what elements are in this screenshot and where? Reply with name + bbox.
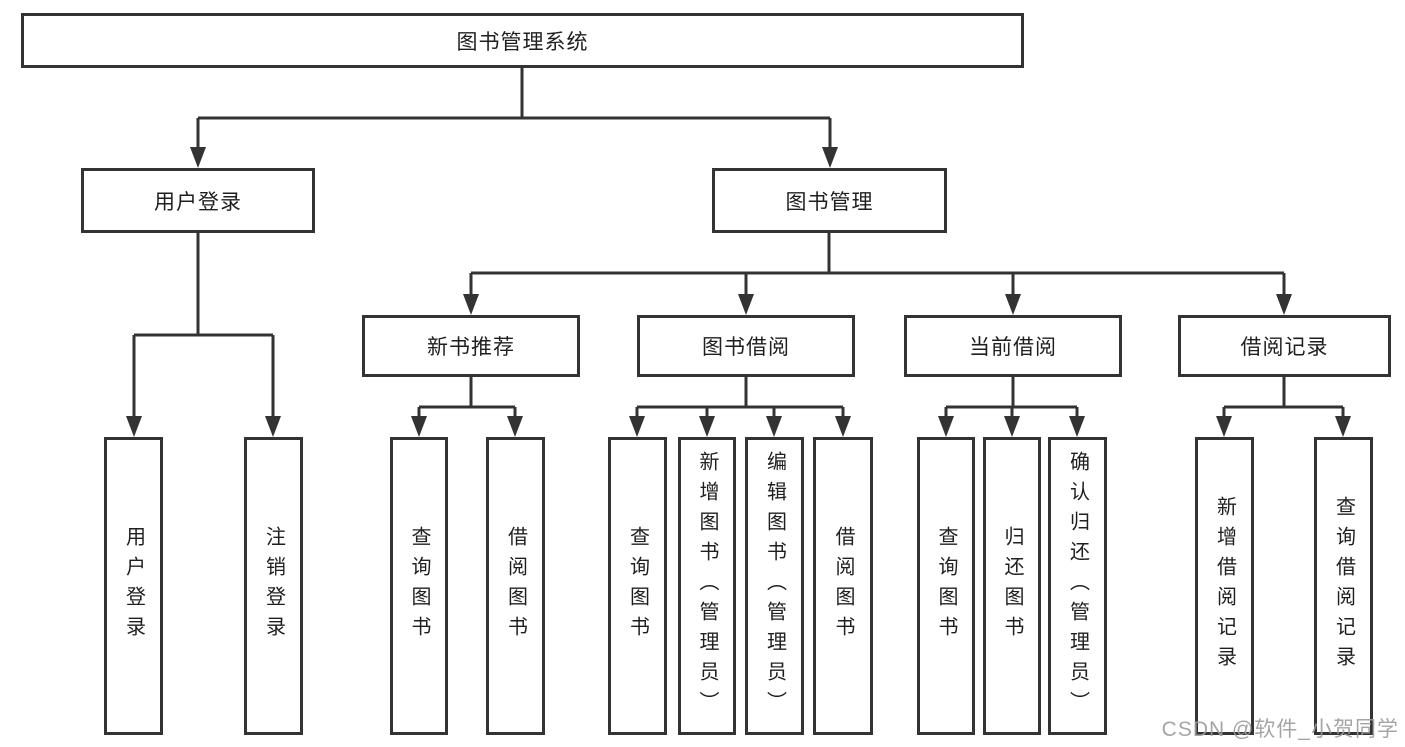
node-user-login-branch: 用户登录 [81,168,315,233]
leaf-borrow-borrow-books-label: 借阅图书 [832,526,854,646]
leaf-current-confirm-return-admin: 确认归还（管理员） [1048,437,1107,735]
leaf-user-login: 用户登录 [104,437,163,735]
leaf-borrow-borrow-books: 借阅图书 [813,437,873,735]
node-current-borrow-label: 当前借阅 [969,336,1057,359]
leaf-borrow-query-books-label: 查询图书 [626,526,649,646]
leaf-logout-label: 注销登录 [262,526,285,646]
leaf-borrow-add-books-admin: 新增图书（管理员） [678,437,736,735]
leaf-borrow-add-books-admin-label: 新增图书（管理员） [696,451,718,721]
leaf-records-add-record-label: 新增借阅记录 [1213,496,1236,676]
leaf-records-add-record: 新增借阅记录 [1195,437,1254,735]
node-borrow-records-label: 借阅记录 [1240,336,1329,359]
leaf-borrow-query-books: 查询图书 [608,437,667,735]
node-user-login-branch-label: 用户登录 [154,190,242,214]
watermark: CSDN @软件_小贺同学 [1161,718,1399,741]
leaf-newbook-query-books: 查询图书 [390,437,448,735]
node-new-book-recommend: 新书推荐 [362,315,580,377]
leaf-records-query-record: 查询借阅记录 [1314,437,1373,735]
leaf-borrow-edit-books-admin-label: 编辑图书（管理员） [763,451,786,721]
node-current-borrow: 当前借阅 [904,315,1122,377]
node-book-management-system-label: 图书管理系统 [456,30,589,54]
leaf-borrow-edit-books-admin: 编辑图书（管理员） [745,437,804,735]
node-book-mgmt-branch: 图书管理 [712,168,947,233]
leaf-logout: 注销登录 [244,437,303,735]
node-book-management-system: 图书管理系统 [21,13,1024,68]
node-book-borrow-label: 图书借阅 [702,336,790,359]
leaf-current-query-books: 查询图书 [917,437,975,735]
node-new-book-recommend-label: 新书推荐 [427,336,515,359]
leaf-current-confirm-return-admin-label: 确认归还（管理员） [1066,451,1089,721]
node-book-borrow: 图书借阅 [637,315,855,377]
node-borrow-records: 借阅记录 [1178,315,1391,377]
node-book-mgmt-branch-label: 图书管理 [785,190,874,214]
leaf-current-return-books: 归还图书 [983,437,1041,735]
leaf-user-login-label: 用户登录 [122,526,145,646]
leaf-current-query-books-label: 查询图书 [935,526,957,646]
leaf-newbook-query-books-label: 查询图书 [408,526,430,646]
leaf-newbook-borrow-books-label: 借阅图书 [504,526,527,646]
leaf-records-query-record-label: 查询借阅记录 [1332,496,1355,676]
leaf-current-return-books-label: 归还图书 [1001,526,1023,646]
leaf-newbook-borrow-books: 借阅图书 [486,437,545,735]
